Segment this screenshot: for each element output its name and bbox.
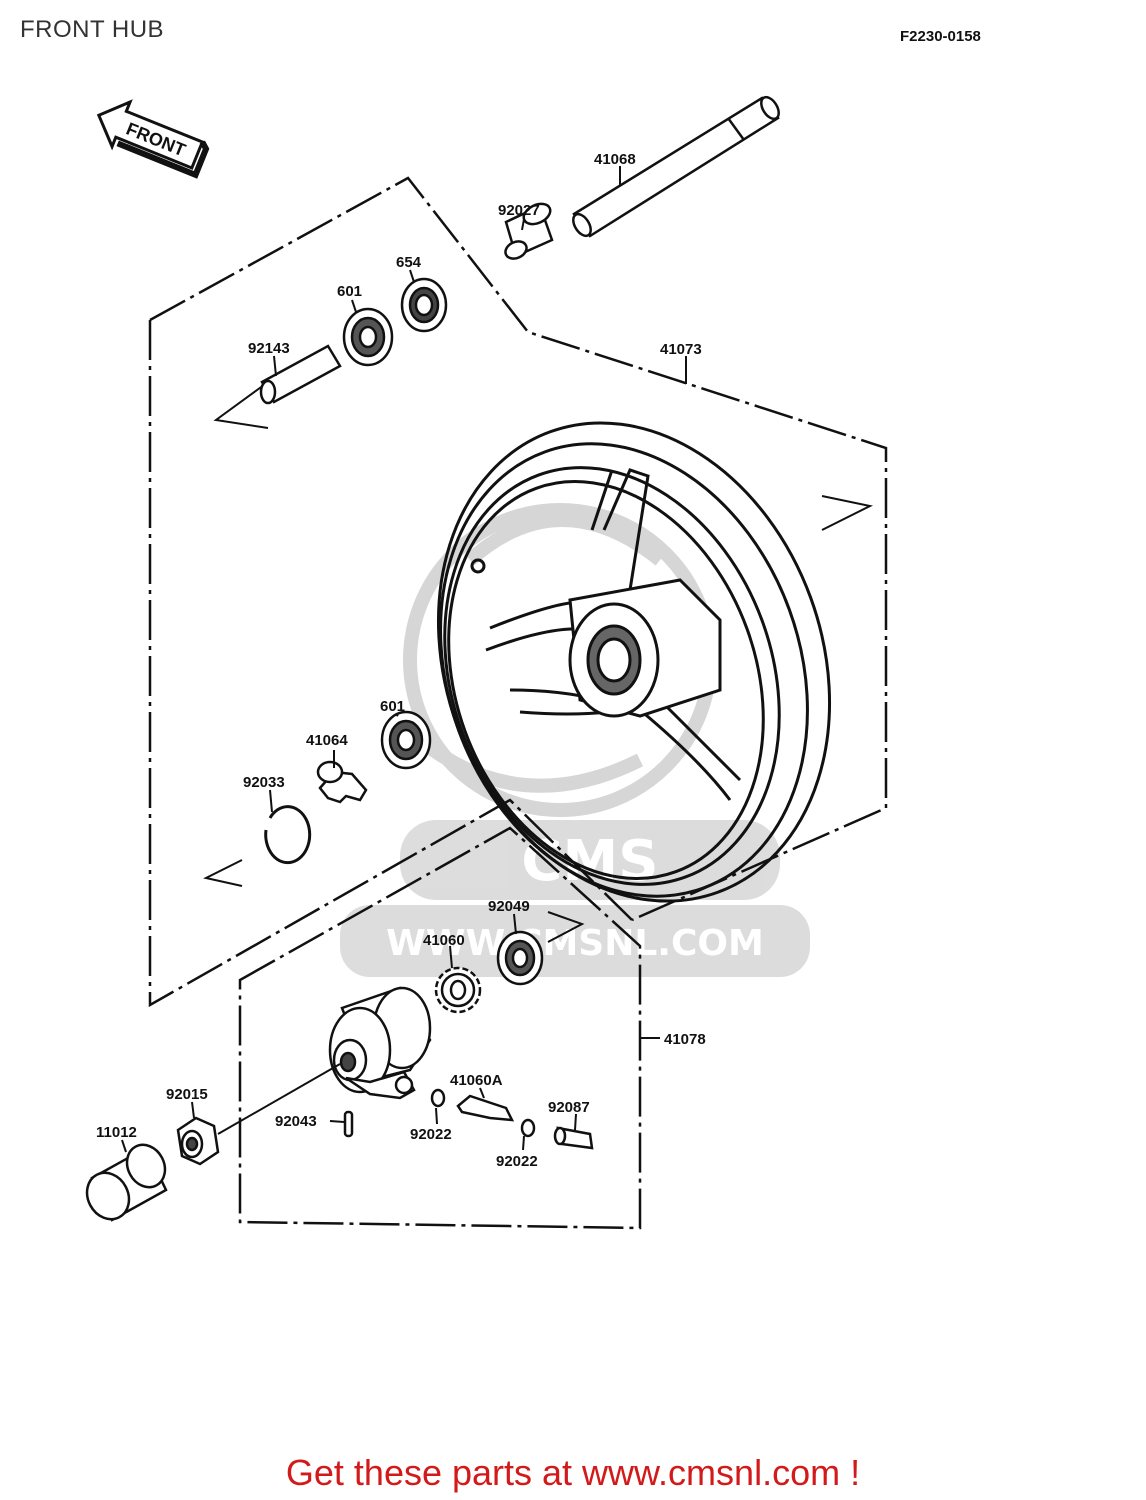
pin-part bbox=[343, 1110, 354, 1138]
part-label-41064: 41064 bbox=[306, 732, 348, 749]
footer-cta[interactable]: Get these parts at www.cmsnl.com ! bbox=[285, 1452, 861, 1493]
leader-lines bbox=[121, 166, 687, 1153]
seal-part-lower bbox=[496, 930, 544, 986]
wheel-part bbox=[436, 421, 832, 903]
pinion-gear-part bbox=[456, 1094, 515, 1122]
part-label-41073: 41073 bbox=[660, 341, 702, 358]
part-label-92143: 92143 bbox=[248, 340, 290, 357]
diagram-ref-code: F2230-0158 bbox=[900, 28, 981, 45]
cap-part bbox=[85, 1143, 168, 1222]
wheel-assembly-outline bbox=[148, 176, 888, 1230]
watermark-text: WWW.CMSNL.COM bbox=[386, 923, 764, 964]
part-label-601-lower: 601 bbox=[380, 698, 405, 715]
part-label-92049: 92049 bbox=[488, 898, 530, 915]
part-label-41060A: 41060A bbox=[450, 1072, 503, 1089]
part-label-92015: 92015 bbox=[166, 1086, 208, 1103]
part-labels: 41068 92027 654 601 92143 41073 601 4106… bbox=[96, 151, 706, 1170]
part-label-92027: 92027 bbox=[498, 202, 540, 219]
part-label-92022-a: 92022 bbox=[410, 1126, 452, 1143]
hub-collar-part bbox=[316, 760, 368, 804]
gear-housing-part bbox=[328, 986, 432, 1100]
page-title: FRONT HUB bbox=[20, 16, 165, 43]
part-label-601-upper: 601 bbox=[337, 283, 362, 300]
part-label-41060: 41060 bbox=[423, 932, 465, 949]
part-label-92022-b: 92022 bbox=[496, 1153, 538, 1170]
speedometer-gear-part bbox=[434, 966, 482, 1014]
axle-part bbox=[572, 95, 780, 238]
bearing-part-lower bbox=[380, 710, 432, 770]
spacer-part bbox=[259, 344, 342, 405]
alignment-marks bbox=[203, 381, 874, 943]
washer-part bbox=[430, 1088, 536, 1138]
bearing-part-upper bbox=[342, 307, 394, 367]
part-label-41078: 41078 bbox=[664, 1031, 706, 1048]
oil-seal-part bbox=[400, 277, 448, 333]
part-label-654: 654 bbox=[396, 254, 422, 271]
part-label-92033: 92033 bbox=[243, 774, 285, 791]
watermark-logo: CMS WWW.CMSNL.COM bbox=[340, 820, 810, 977]
bolt-part bbox=[553, 1126, 594, 1150]
part-label-92043: 92043 bbox=[275, 1113, 317, 1130]
circlip-part bbox=[264, 805, 312, 865]
part-label-11012: 11012 bbox=[96, 1124, 137, 1141]
axle-nut-part bbox=[176, 1116, 220, 1166]
part-label-41068: 41068 bbox=[594, 151, 636, 168]
front-arrow-icon: FRONT bbox=[96, 99, 210, 179]
part-label-92087: 92087 bbox=[548, 1099, 590, 1116]
